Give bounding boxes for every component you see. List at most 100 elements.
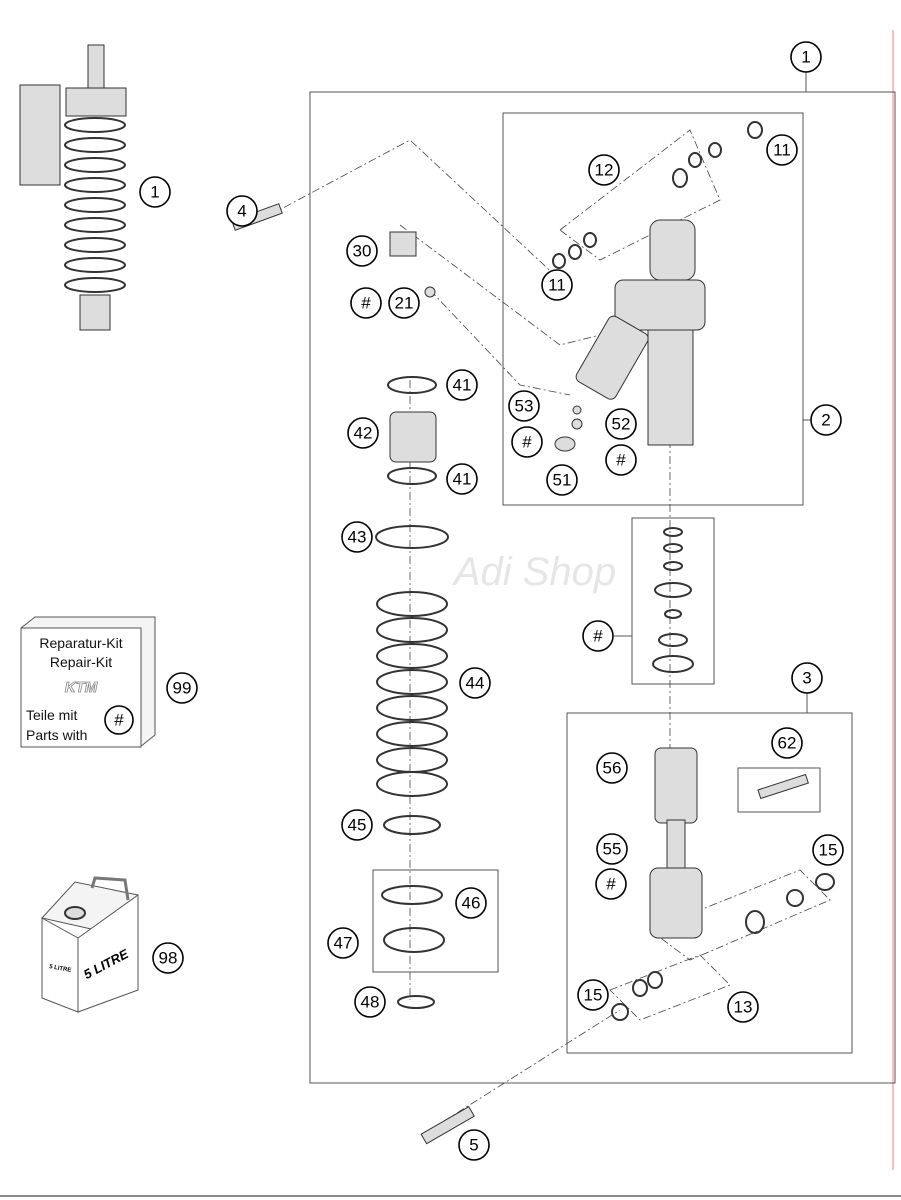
svg-text:#: # bbox=[593, 627, 603, 646]
callout-1-assembly[interactable]: 1 bbox=[790, 41, 822, 73]
callout-4[interactable]: 4 bbox=[226, 195, 258, 227]
callout-42[interactable]: 42 bbox=[347, 417, 379, 449]
svg-text:21: 21 bbox=[395, 294, 414, 313]
svg-text:48: 48 bbox=[361, 993, 380, 1012]
svg-text:1: 1 bbox=[801, 48, 810, 67]
ring-41-bottom-shape bbox=[387, 467, 437, 485]
svg-text:41: 41 bbox=[453, 376, 472, 395]
part-46-shape bbox=[381, 885, 443, 905]
svg-text:15: 15 bbox=[819, 841, 838, 860]
kit-hash-symbol: # bbox=[114, 711, 124, 730]
callout-hash-seal-kit[interactable]: # bbox=[582, 620, 614, 652]
kit-line1: Reparatur-Kit bbox=[39, 635, 122, 651]
part-47-shape bbox=[383, 927, 445, 953]
ring-41-top-shape bbox=[387, 376, 437, 394]
callout-hash-55[interactable]: # bbox=[595, 868, 627, 900]
svg-text:53: 53 bbox=[515, 397, 534, 416]
callout-99[interactable]: 99 bbox=[166, 672, 198, 704]
callout-13[interactable]: 13 bbox=[727, 991, 759, 1023]
callout-21[interactable]: 21 bbox=[388, 287, 420, 319]
svg-text:4: 4 bbox=[237, 202, 246, 221]
kit-line4: Parts with bbox=[26, 727, 87, 743]
svg-text:56: 56 bbox=[603, 759, 622, 778]
svg-text:13: 13 bbox=[734, 998, 753, 1017]
svg-text:#: # bbox=[361, 294, 371, 313]
callout-52[interactable]: 52 bbox=[605, 408, 637, 440]
svg-text:42: 42 bbox=[354, 424, 373, 443]
adjuster-part bbox=[389, 231, 417, 257]
svg-text:55: 55 bbox=[603, 840, 622, 859]
callout-hash-53[interactable]: # bbox=[511, 426, 543, 458]
svg-text:41: 41 bbox=[453, 470, 472, 489]
svg-text:5: 5 bbox=[469, 1136, 478, 1155]
svg-text:99: 99 bbox=[173, 679, 192, 698]
svg-text:62: 62 bbox=[778, 734, 797, 753]
svg-text:45: 45 bbox=[348, 816, 367, 835]
screw-bottom bbox=[420, 1105, 475, 1145]
svg-text:52: 52 bbox=[612, 415, 631, 434]
callout-98[interactable]: 98 bbox=[152, 942, 184, 974]
callout-46[interactable]: 46 bbox=[455, 887, 487, 919]
callout-15-left[interactable]: 15 bbox=[577, 979, 609, 1011]
svg-text:11: 11 bbox=[548, 276, 566, 295]
svg-text:12: 12 bbox=[595, 161, 614, 180]
kit-line3: Teile mit bbox=[26, 707, 77, 723]
callout-43[interactable]: 43 bbox=[341, 521, 373, 553]
piston-rod bbox=[649, 747, 703, 939]
callout-15-right[interactable]: 15 bbox=[812, 834, 844, 866]
callout-hash-21[interactable]: # bbox=[350, 287, 382, 319]
seal-rings-13 bbox=[611, 873, 835, 1021]
svg-text:51: 51 bbox=[553, 471, 572, 490]
callout-11-right[interactable]: 11 bbox=[766, 134, 798, 166]
repair-kit-box: Reparatur-Kit Repair-Kit KTM Teile mit P… bbox=[20, 616, 156, 748]
callout-47[interactable]: 47 bbox=[327, 927, 359, 959]
svg-text:11: 11 bbox=[773, 141, 791, 160]
part-62-frame bbox=[737, 767, 821, 813]
seal-kit-shapes bbox=[652, 527, 694, 673]
callout-12[interactable]: 12 bbox=[588, 154, 620, 186]
svg-text:#: # bbox=[606, 875, 616, 894]
group-3-frame bbox=[566, 712, 853, 1054]
callout-30[interactable]: 30 bbox=[346, 235, 378, 267]
svg-text:#: # bbox=[616, 451, 626, 470]
can-side-label: 5 LITRE bbox=[49, 964, 72, 974]
spring-shape bbox=[376, 591, 448, 797]
callout-44[interactable]: 44 bbox=[459, 667, 491, 699]
callout-11-left[interactable]: 11 bbox=[541, 269, 573, 301]
callout-5[interactable]: 5 bbox=[458, 1129, 490, 1161]
callout-1-overview[interactable]: 1 bbox=[139, 176, 171, 208]
callout-56[interactable]: 56 bbox=[596, 752, 628, 784]
part-48-shape bbox=[397, 995, 435, 1009]
callout-hash-52[interactable]: # bbox=[605, 444, 637, 476]
callout-41-bottom[interactable]: 41 bbox=[446, 463, 478, 495]
seal-kit-frame bbox=[631, 517, 715, 685]
shock-absorber-overview bbox=[19, 44, 127, 331]
callout-2[interactable]: 2 bbox=[810, 404, 842, 436]
damper-body bbox=[575, 219, 706, 446]
part-45-shape bbox=[383, 815, 441, 835]
callout-53[interactable]: 53 bbox=[508, 390, 540, 422]
callout-51[interactable]: 51 bbox=[546, 464, 578, 496]
callout-62[interactable]: 62 bbox=[771, 727, 803, 759]
svg-text:#: # bbox=[522, 433, 532, 452]
group-2-frame bbox=[502, 112, 804, 506]
callout-55[interactable]: 55 bbox=[596, 833, 628, 865]
svg-text:2: 2 bbox=[821, 411, 830, 430]
small-valve-parts bbox=[554, 405, 583, 452]
spring-seat-frame bbox=[372, 869, 499, 973]
callout-45[interactable]: 45 bbox=[341, 809, 373, 841]
svg-text:43: 43 bbox=[348, 528, 367, 547]
svg-text:15: 15 bbox=[584, 986, 603, 1005]
part-21-shape bbox=[424, 286, 436, 298]
part-62-shape bbox=[757, 773, 809, 800]
oil-can: 5 LITRE 5 LITRE bbox=[41, 876, 139, 1013]
callout-3[interactable]: 3 bbox=[791, 662, 823, 694]
ktm-logo: KTM bbox=[65, 679, 98, 696]
callout-41-top[interactable]: 41 bbox=[446, 369, 478, 401]
svg-text:1: 1 bbox=[150, 183, 159, 202]
kit-line2: Repair-Kit bbox=[50, 654, 112, 670]
svg-text:98: 98 bbox=[159, 949, 178, 968]
svg-text:47: 47 bbox=[334, 934, 353, 953]
callout-48[interactable]: 48 bbox=[354, 986, 386, 1018]
